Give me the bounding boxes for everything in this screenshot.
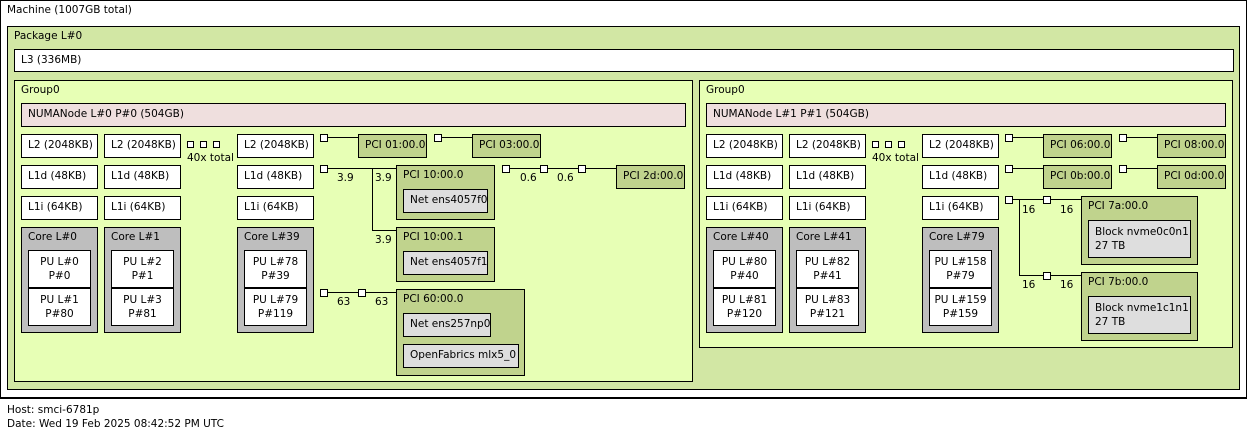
pci-device: PCI 01:00.0 [358, 134, 427, 158]
l1d-cache: L1d (48KB) [789, 165, 866, 189]
pci-device: PCI 08:00.0 [1157, 134, 1226, 158]
block-device: Block nvme0c0n1 27 TB [1088, 220, 1191, 258]
link-speed: 63 [375, 296, 389, 308]
l2-cache: L2 (2048KB) [706, 134, 783, 158]
l1i-cache: L1i (64KB) [922, 196, 999, 220]
l1d-cache: L1d (48KB) [104, 165, 181, 189]
link-speed: 63 [337, 296, 351, 308]
l2-cache: L2 (2048KB) [922, 134, 999, 158]
l1i-cache: L1i (64KB) [104, 196, 181, 220]
link-speed: 3.9 [337, 172, 354, 184]
collapsed-marker [213, 141, 220, 148]
net-device: Net ens257np0 [403, 313, 491, 337]
net-device: Net ens4057f0 [403, 189, 488, 213]
l1d-cache: L1d (48KB) [706, 165, 783, 189]
openfabrics-device: OpenFabrics mlx5_0 [403, 344, 519, 368]
pci-device: PCI 2d:00.0 [616, 165, 685, 189]
pci-device: PCI 0d:00.0 [1157, 165, 1226, 189]
net-device: Net ens4057f1 [403, 251, 488, 275]
collapsed-marker [187, 141, 194, 148]
pci-device: PCI 0b:00.0 [1043, 165, 1112, 189]
numa-node-0: NUMANode L#0 P#0 (504GB) [21, 103, 686, 127]
date-label: Date: Wed 19 Feb 2025 08:42:52 PM UTC [7, 418, 224, 430]
link-speed: 3.9 [375, 234, 392, 246]
group-label: Group0 [21, 84, 60, 96]
collapsed-marker [885, 141, 892, 148]
link-speed: 3.9 [375, 172, 392, 184]
pci-device: PCI 06:00.0 [1043, 134, 1112, 158]
l1i-cache: L1i (64KB) [237, 196, 314, 220]
link-speed: 0.6 [557, 172, 574, 184]
collapsed-marker [872, 141, 879, 148]
l1i-cache: L1i (64KB) [789, 196, 866, 220]
footer-info: Host: smci-6781p Date: Wed 19 Feb 2025 0… [0, 398, 1247, 435]
multi-total-label: 40x total [872, 152, 919, 164]
link-speed: 0.6 [520, 172, 537, 184]
multi-total-label: 40x total [187, 152, 234, 164]
link-speed: 16 [1060, 279, 1074, 291]
pci-device: PCI 03:00.0 [472, 134, 541, 158]
l1d-cache: L1d (48KB) [237, 165, 314, 189]
l1d-cache: L1d (48KB) [21, 165, 98, 189]
l1d-cache: L1d (48KB) [922, 165, 999, 189]
machine-label: Machine (1007GB total) [7, 4, 132, 16]
l1i-cache: L1i (64KB) [706, 196, 783, 220]
package-label: Package L#0 [14, 30, 83, 42]
l2-cache: L2 (2048KB) [21, 134, 98, 158]
link-speed: 16 [1022, 279, 1036, 291]
group-label: Group0 [706, 84, 745, 96]
l2-cache: L2 (2048KB) [104, 134, 181, 158]
l1i-cache: L1i (64KB) [21, 196, 98, 220]
link-speed: 16 [1022, 204, 1036, 216]
numa-node-1: NUMANode L#1 P#1 (504GB) [706, 103, 1226, 127]
l2-cache: L2 (2048KB) [237, 134, 314, 158]
l2-cache: L2 (2048KB) [789, 134, 866, 158]
collapsed-marker [898, 141, 905, 148]
collapsed-marker [200, 141, 207, 148]
block-device: Block nvme1c1n1 27 TB [1088, 296, 1191, 334]
link-speed: 16 [1060, 204, 1074, 216]
l3-cache: L3 (336MB) [14, 49, 1234, 72]
host-label: Host: smci-6781p [7, 404, 100, 416]
